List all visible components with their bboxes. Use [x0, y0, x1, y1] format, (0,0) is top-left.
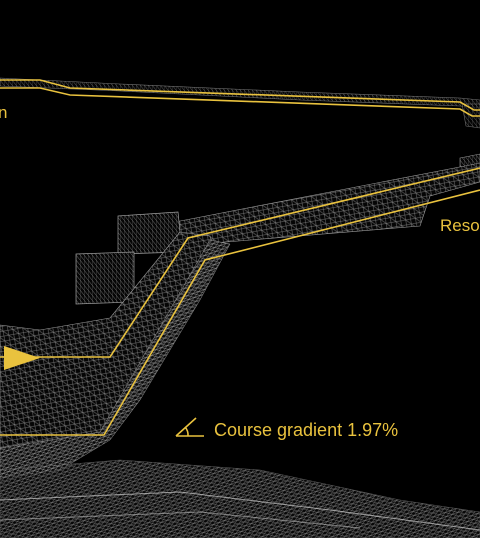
play-arrow-icon — [4, 346, 40, 370]
upper-track-structure — [0, 77, 480, 129]
course-outline-lower — [0, 167, 480, 436]
angle-icon — [175, 417, 204, 437]
main-viaduct-structure — [0, 231, 480, 538]
left-blocks — [75, 211, 183, 305]
left-cut-label: n — [0, 103, 7, 122]
right-upper-structure — [174, 153, 480, 247]
gradient-label: Course gradient 1.97% — [214, 420, 398, 440]
course-outline-upper — [0, 79, 480, 117]
right-cut-label: Reso — [440, 216, 480, 235]
